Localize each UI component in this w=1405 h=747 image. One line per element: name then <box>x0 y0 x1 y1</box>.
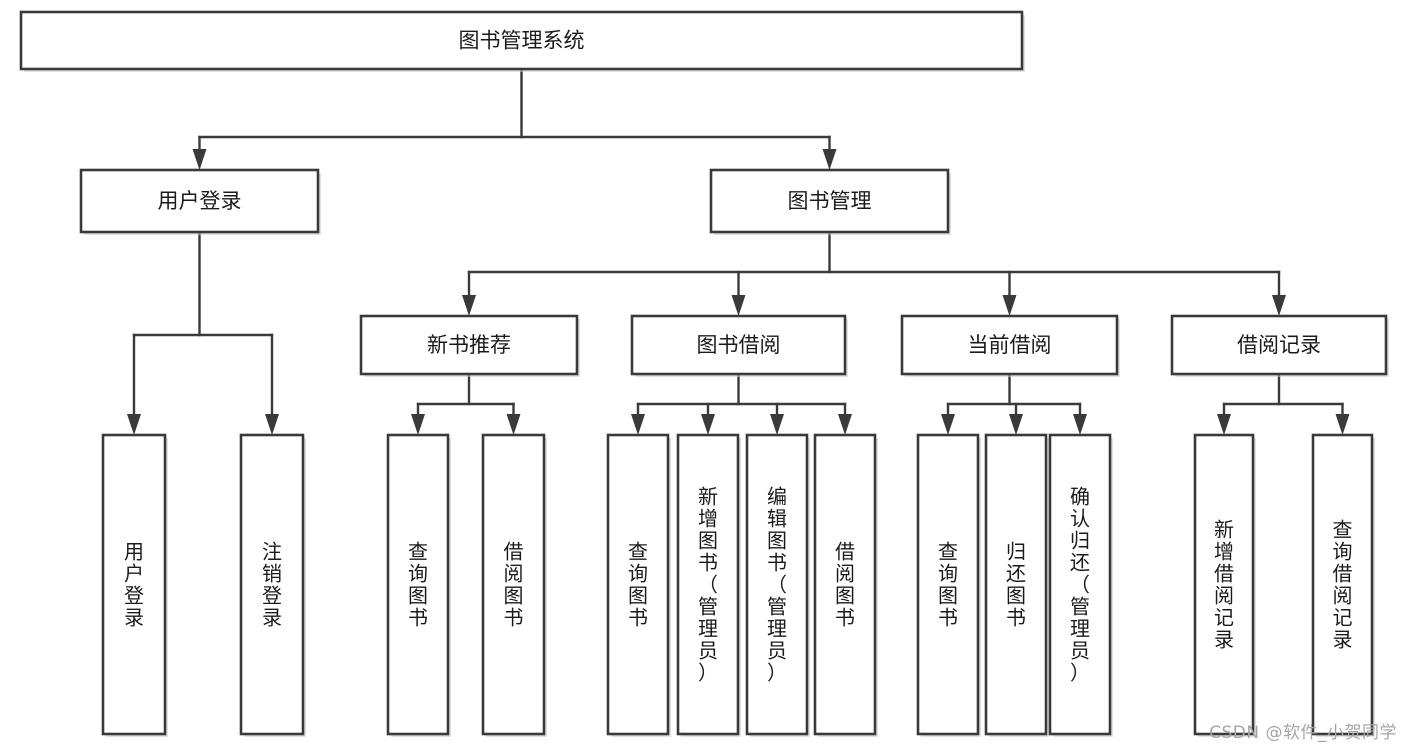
node-label-new-book-recommend: 新书推荐 <box>427 333 511 357</box>
arrow-head-icon-leaf-query-book-3 <box>941 414 955 435</box>
arrow-head-icon-leaf-borrow-book-1 <box>506 414 521 435</box>
node-box-leaf-logout[interactable] <box>239 433 305 736</box>
node-leaf-query-book-3[interactable]: 查询图书 <box>916 433 981 737</box>
node-leaf-add-book[interactable]: 新增图书（管理员） <box>676 433 741 737</box>
arrow-head-icon-leaf-confirm-return <box>1073 414 1087 435</box>
node-box-current-borrow[interactable] <box>900 314 1119 376</box>
node-label-book-manage: 图书管理 <box>788 189 872 213</box>
node-leaf-query-record[interactable]: 查询借阅记录 <box>1311 433 1375 737</box>
node-label-user-login: 用户登录 <box>158 189 242 213</box>
node-leaf-add-record[interactable]: 新增借阅记录 <box>1193 433 1256 737</box>
node-leaf-query-book-1[interactable]: 查询图书 <box>386 433 451 737</box>
node-borrow-record[interactable]: 借阅记录 <box>1170 314 1389 377</box>
node-label-leaf-add-record: 新增借阅记录 <box>1214 518 1234 652</box>
node-box-new-book-recommend[interactable] <box>359 314 579 376</box>
node-box-leaf-add-book[interactable] <box>676 433 740 736</box>
node-label-borrow-record: 借阅记录 <box>1237 333 1321 357</box>
arrow-head-icon-book-borrow <box>731 295 746 316</box>
arrow-head-icon-leaf-borrow-book-2 <box>838 414 852 435</box>
node-box-root[interactable] <box>19 10 1024 71</box>
node-label-leaf-query-book-1: 查询图书 <box>408 540 428 630</box>
node-label-leaf-query-record: 查询借阅记录 <box>1333 518 1353 652</box>
csdn-watermark: CSDN @软件_小贺同学 <box>1209 723 1397 743</box>
node-label-leaf-edit-book: 编辑图书（管理员） <box>767 485 787 685</box>
arrow-head-icon-leaf-logout <box>265 414 279 435</box>
node-label-leaf-borrow-book-1: 借阅图书 <box>504 540 524 630</box>
arrow-head-icon-user-login <box>192 149 207 170</box>
arrow-head-icon-new-book-recommend <box>462 295 476 316</box>
node-box-borrow-record[interactable] <box>1170 314 1388 376</box>
node-leaf-user-login[interactable]: 用户登录 <box>101 433 168 737</box>
arrow-head-icon-leaf-query-book-2 <box>631 414 645 435</box>
node-label-leaf-add-book: 新增图书（管理员） <box>698 485 718 685</box>
node-label-leaf-borrow-book-2: 借阅图书 <box>835 540 855 630</box>
node-leaf-borrow-book-2[interactable]: 借阅图书 <box>813 433 878 737</box>
arrow-head-icon-leaf-query-record <box>1335 414 1350 435</box>
node-leaf-borrow-book-1[interactable]: 借阅图书 <box>481 433 547 737</box>
node-label-root: 图书管理系统 <box>459 29 585 53</box>
arrow-head-icon-borrow-record <box>1272 295 1286 316</box>
node-label-leaf-query-book-2: 查询图书 <box>628 540 648 630</box>
node-leaf-confirm-return[interactable]: 确认归还（管理员） <box>1048 433 1113 737</box>
node-leaf-query-book-2[interactable]: 查询图书 <box>606 433 671 737</box>
node-box-leaf-user-login[interactable] <box>101 433 167 736</box>
node-box-user-login[interactable] <box>79 168 320 234</box>
node-box-book-borrow[interactable] <box>630 314 847 376</box>
node-label-current-borrow: 当前借阅 <box>968 333 1052 357</box>
node-root[interactable]: 图书管理系统 <box>19 10 1025 72</box>
node-label-leaf-query-book-3: 查询图书 <box>938 540 958 630</box>
arrow-head-icon-current-borrow <box>1002 295 1017 316</box>
node-current-borrow[interactable]: 当前借阅 <box>900 314 1120 377</box>
node-book-borrow[interactable]: 图书借阅 <box>630 314 848 377</box>
node-box-leaf-query-record[interactable] <box>1311 433 1374 736</box>
connector-edges-layer <box>127 67 1350 435</box>
arrow-head-icon-leaf-user-login <box>127 414 141 435</box>
node-box-leaf-edit-book[interactable] <box>745 433 809 736</box>
arrow-head-icon-leaf-edit-book <box>770 414 784 435</box>
node-box-leaf-confirm-return[interactable] <box>1048 433 1112 736</box>
node-label-leaf-return-book: 归还图书 <box>1006 540 1026 630</box>
node-book-manage[interactable]: 图书管理 <box>709 168 951 235</box>
arrow-head-icon-leaf-return-book <box>1009 414 1023 435</box>
node-label-leaf-logout: 注销登录 <box>262 540 282 630</box>
node-leaf-return-book[interactable]: 归还图书 <box>984 433 1049 737</box>
arrow-head-icon-leaf-add-record <box>1217 414 1231 435</box>
node-box-leaf-query-book-2[interactable] <box>606 433 670 736</box>
node-leaf-logout[interactable]: 注销登录 <box>239 433 306 737</box>
node-box-leaf-borrow-book-1[interactable] <box>481 433 546 736</box>
node-box-book-manage[interactable] <box>709 168 950 234</box>
arrow-head-icon-leaf-add-book <box>701 414 715 435</box>
node-box-leaf-borrow-book-2[interactable] <box>813 433 877 736</box>
arrow-head-icon-leaf-query-book-1 <box>411 414 425 435</box>
node-box-leaf-query-book-1[interactable] <box>386 433 450 736</box>
node-box-leaf-query-book-3[interactable] <box>916 433 980 736</box>
node-box-leaf-add-record[interactable] <box>1193 433 1255 736</box>
node-leaf-edit-book[interactable]: 编辑图书（管理员） <box>745 433 810 737</box>
node-label-leaf-confirm-return: 确认归还（管理员） <box>1070 485 1090 685</box>
node-label-book-borrow: 图书借阅 <box>697 333 781 357</box>
node-new-book-recommend[interactable]: 新书推荐 <box>359 314 580 377</box>
node-box-leaf-return-book[interactable] <box>984 433 1048 736</box>
node-label-leaf-user-login: 用户登录 <box>124 540 144 630</box>
arrow-head-icon-book-manage <box>822 149 837 170</box>
node-user-login[interactable]: 用户登录 <box>79 168 321 235</box>
diagram-nodes-layer: 图书管理系统用户登录图书管理新书推荐图书借阅当前借阅借阅记录用户登录注销登录查询… <box>19 10 1389 737</box>
